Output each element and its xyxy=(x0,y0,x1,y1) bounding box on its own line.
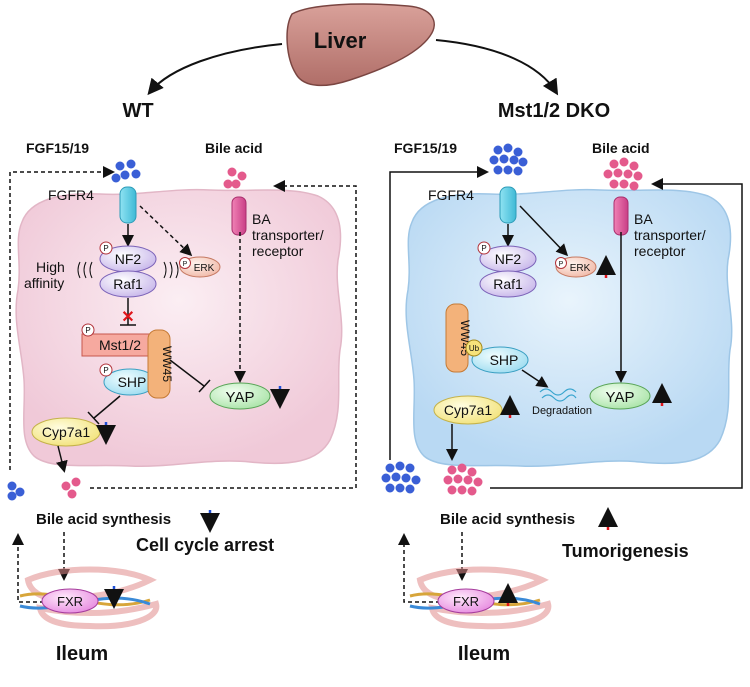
svg-text:Raf1: Raf1 xyxy=(493,276,523,292)
wt-inhibition-x: ✕ xyxy=(121,309,134,326)
dko-shp xyxy=(471,346,529,374)
wt-title: WT xyxy=(122,100,153,122)
dko-raf1 xyxy=(479,270,537,298)
dko-panel: FGF15/19 Bile acid FGFR4 BA transporter/… xyxy=(381,140,743,665)
svg-text:SHP: SHP xyxy=(490,352,519,368)
dko-ileum-tissue xyxy=(416,566,552,630)
wt-raf1 xyxy=(99,270,157,298)
dko-bile-dots xyxy=(603,157,643,191)
svg-text:SHP: SHP xyxy=(118,374,147,390)
svg-text:Ub: Ub xyxy=(469,344,480,353)
wt-ba-line3: receptor xyxy=(252,243,304,259)
wt-fgf-dots xyxy=(111,159,141,183)
svg-text:P: P xyxy=(103,244,108,253)
svg-text:Raf1: Raf1 xyxy=(113,276,143,292)
wt-bile-dots xyxy=(223,167,247,189)
wt-bile-output-dots xyxy=(61,477,81,499)
dko-synthesis-label: Bile acid synthesis xyxy=(440,511,575,528)
dko-ba-transporter xyxy=(613,196,629,236)
wt-fgfr4-label: FGFR4 xyxy=(48,187,94,203)
svg-text:P: P xyxy=(559,261,564,268)
dko-ba-line2: transporter/ xyxy=(634,227,706,243)
svg-text:FXR: FXR xyxy=(57,594,83,609)
wt-fgfr4-receptor xyxy=(119,186,137,224)
wt-outcome: Cell cycle arrest xyxy=(136,535,274,555)
wt-fxr xyxy=(41,588,99,614)
svg-text:NF2: NF2 xyxy=(495,251,522,267)
svg-text:Mst1/2: Mst1/2 xyxy=(99,337,141,353)
svg-text:NF2: NF2 xyxy=(115,251,142,267)
dko-ileum-label: Ileum xyxy=(458,643,510,665)
wt-high-affinity-2: affinity xyxy=(24,275,64,291)
wt-ileum-tissue xyxy=(24,566,160,630)
svg-text:P: P xyxy=(183,261,188,268)
wt-ww45 xyxy=(147,329,171,399)
svg-text:P: P xyxy=(103,366,108,375)
dko-ba-line3: receptor xyxy=(634,243,686,259)
dko-fgfr4-receptor xyxy=(499,186,517,224)
dko-outcome: Tumorigenesis xyxy=(562,541,689,561)
dko-ba-line1: BA xyxy=(634,211,653,227)
wt-high-affinity-1: High xyxy=(36,259,65,275)
wt-ileum-label: Ileum xyxy=(56,643,108,665)
svg-text:WW45: WW45 xyxy=(160,346,174,382)
dko-ub-tag xyxy=(465,339,483,357)
dko-fgf-label: FGF15/19 xyxy=(394,140,457,156)
liver-shape xyxy=(286,3,435,87)
wt-panel: FGF15/19 Bile acid FGFR4 BA transporter/… xyxy=(7,140,357,665)
wt-affinity-marks xyxy=(77,261,179,279)
svg-text:FXR: FXR xyxy=(453,594,479,609)
liver-label: Liver xyxy=(314,28,367,53)
svg-text:Cyp7a1: Cyp7a1 xyxy=(444,402,492,418)
wt-fgf-label: FGF15/19 xyxy=(26,140,89,156)
dko-title: Mst1/2 DKO xyxy=(498,100,610,122)
wt-fgf-output-dots xyxy=(7,481,25,501)
svg-text:YAP: YAP xyxy=(226,389,255,406)
wt-ba-line1: BA xyxy=(252,211,271,227)
wt-bile-acid-label: Bile acid xyxy=(205,140,263,156)
dko-degradation-label: Degradation xyxy=(532,405,592,417)
wt-ba-transporter xyxy=(231,196,247,236)
wt-synthesis-label: Bile acid synthesis xyxy=(36,511,171,528)
dko-yap xyxy=(589,382,651,410)
dko-bile-output-dots xyxy=(443,463,483,496)
dko-ww45 xyxy=(445,303,469,373)
svg-text:ERK: ERK xyxy=(570,263,591,274)
svg-text:Cyp7a1: Cyp7a1 xyxy=(42,424,90,440)
svg-text:YAP: YAP xyxy=(606,389,635,406)
dko-fgf-output-dots xyxy=(381,461,421,494)
svg-text:ERK: ERK xyxy=(194,263,215,274)
svg-text:P: P xyxy=(481,244,486,253)
dko-degradation-fragments xyxy=(539,388,577,402)
dko-fxr xyxy=(437,588,495,614)
wt-ba-line2: transporter/ xyxy=(252,227,324,243)
svg-text:P: P xyxy=(85,326,90,335)
dko-bile-acid-label: Bile acid xyxy=(592,140,650,156)
dko-fgfr4-label: FGFR4 xyxy=(428,187,474,203)
dko-fgf-dots xyxy=(489,143,528,176)
